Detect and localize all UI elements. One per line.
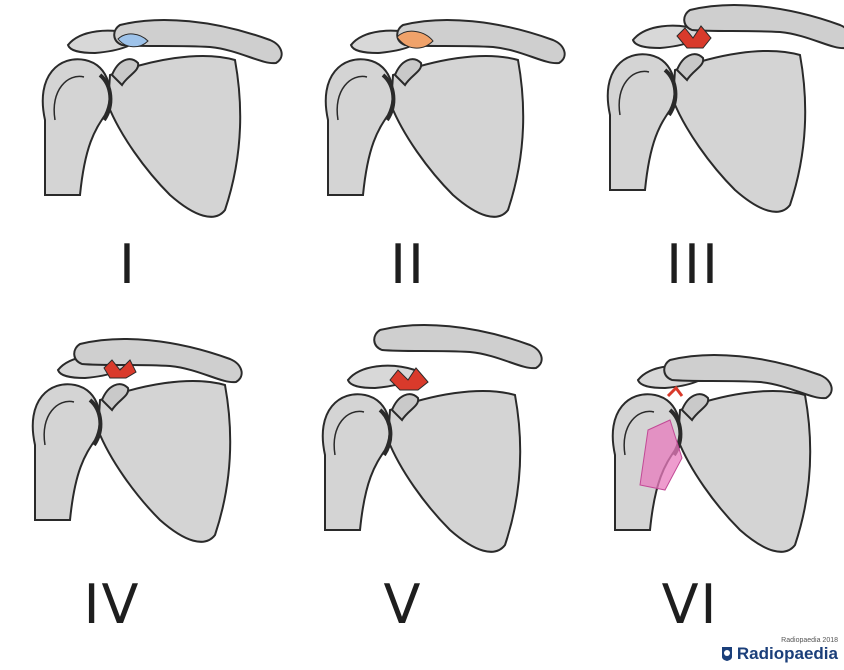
panel-2-illustration xyxy=(326,20,565,217)
panel-3-label: III xyxy=(666,238,720,292)
radiopaedia-watermark: Radiopaedia 2018 Radiopaedia xyxy=(720,637,838,664)
radiopaedia-logo-icon xyxy=(720,646,734,662)
panel-6-illustration xyxy=(613,355,832,552)
panel-3-illustration xyxy=(608,5,844,212)
panel-1-illustration xyxy=(43,20,282,217)
panel-4-illustration xyxy=(33,339,242,542)
panel-5-illustration xyxy=(323,325,542,552)
panel-1-label: I xyxy=(119,238,137,292)
radiopaedia-logo: Radiopaedia xyxy=(720,644,838,664)
watermark-credit: Radiopaedia 2018 xyxy=(720,637,838,644)
watermark-brand: Radiopaedia xyxy=(737,644,838,664)
panel-4-label: IV xyxy=(84,578,141,632)
panel-5-label: V xyxy=(384,578,423,632)
panel-2-label: II xyxy=(390,238,426,292)
panel-6-label: VI xyxy=(662,578,719,632)
